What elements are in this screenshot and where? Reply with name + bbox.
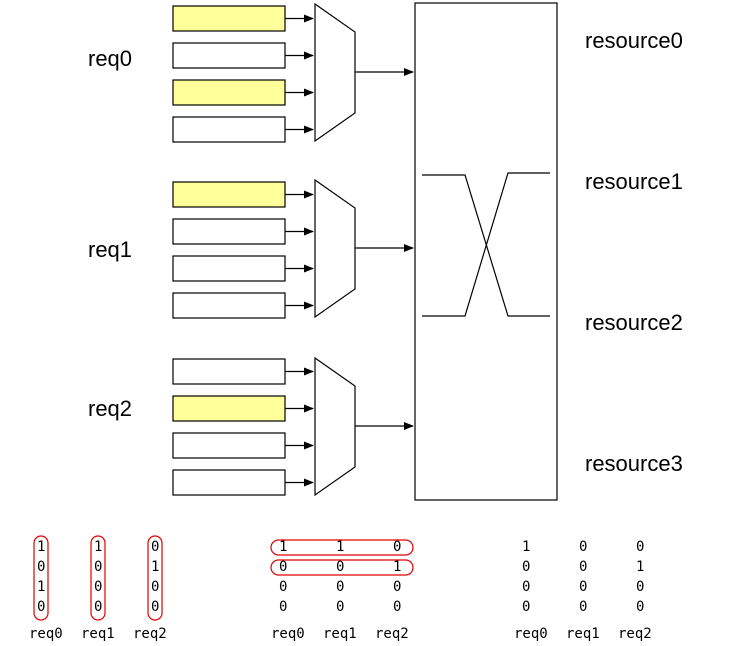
request-group-req0 xyxy=(172,2,414,143)
request-label-req1: req1 xyxy=(88,237,133,262)
matrix-cell: 0 xyxy=(522,579,531,595)
matrix-column-label: req2 xyxy=(375,626,409,642)
matrix-highlight-row xyxy=(270,539,414,556)
mux-req1 xyxy=(314,178,356,319)
resource-label-0: resource0 xyxy=(585,28,683,53)
matrix-cell: 1 xyxy=(522,539,531,555)
matrix-cell: 0 xyxy=(94,579,103,595)
matrix-cell: 0 xyxy=(393,579,402,595)
matrix-column-label: req1 xyxy=(81,626,115,642)
matrix-cell: 0 xyxy=(579,539,588,555)
resource-label-2: resource2 xyxy=(585,310,683,335)
matrix-cell: 0 xyxy=(393,599,402,615)
resource-label-1: resource1 xyxy=(585,169,683,194)
matrix-highlight-row xyxy=(270,559,414,576)
request-slot-req0-1 xyxy=(172,42,286,69)
request-slot-req2-1 xyxy=(172,395,286,422)
crossbar-switch xyxy=(414,2,558,501)
matrix-column-label: req2 xyxy=(618,626,652,642)
request-slot-req1-3 xyxy=(172,292,286,319)
matrix-cell: 0 xyxy=(579,599,588,615)
request-group-req2 xyxy=(172,356,414,497)
matrix-cell: 1 xyxy=(393,559,402,575)
matrix-cell: 0 xyxy=(279,559,288,575)
matrix-cell: 0 xyxy=(336,559,345,575)
matrix-highlight-column xyxy=(90,535,106,621)
matrix-cell: 0 xyxy=(579,579,588,595)
mux-req0 xyxy=(314,2,356,143)
matrix-cell: 0 xyxy=(151,599,160,615)
matrix-cell: 1 xyxy=(94,539,103,555)
matrix-cell: 0 xyxy=(151,539,160,555)
matrix-cell: 0 xyxy=(151,579,160,595)
matrix-cell: 0 xyxy=(94,599,103,615)
request-slot-req0-3 xyxy=(172,116,286,143)
matrix-cell: 0 xyxy=(37,559,46,575)
request-slot-req0-2 xyxy=(172,79,286,106)
matrix-highlight-column xyxy=(33,535,49,621)
matrix-cell: 0 xyxy=(94,559,103,575)
request-slot-req2-0 xyxy=(172,358,286,385)
request-slot-req2-2 xyxy=(172,432,286,459)
matrix-cell: 0 xyxy=(522,599,531,615)
matrix-cell: 0 xyxy=(522,559,531,575)
matrix-cell: 1 xyxy=(636,559,645,575)
matrix-cell: 1 xyxy=(37,539,46,555)
matrix-column-label: req1 xyxy=(566,626,600,642)
crossbar-path-resource2-to-resource1 xyxy=(422,172,550,317)
matrix-cell: 0 xyxy=(336,579,345,595)
matrix-cell: 1 xyxy=(37,579,46,595)
request-label-req2: req2 xyxy=(88,396,133,421)
matrix-cell: 0 xyxy=(279,579,288,595)
matrix-cell: 0 xyxy=(336,599,345,615)
matrix-column-label: req2 xyxy=(133,626,167,642)
matrix-cell: 0 xyxy=(636,599,645,615)
matrix-highlight-column xyxy=(147,535,163,621)
request-slot-req2-3 xyxy=(172,469,286,496)
mux-req2 xyxy=(314,356,356,497)
matrix-cell: 0 xyxy=(393,539,402,555)
matrix-cell: 0 xyxy=(37,599,46,615)
matrix-cell: 0 xyxy=(636,579,645,595)
request-slot-req1-2 xyxy=(172,255,286,282)
matrix-column-label: req1 xyxy=(323,626,357,642)
request-group-req1 xyxy=(172,178,414,319)
matrix-cell: 0 xyxy=(279,599,288,615)
matrix-cell: 1 xyxy=(279,539,288,555)
matrix-cell: 1 xyxy=(336,539,345,555)
matrix-column-label: req0 xyxy=(514,626,548,642)
matrix-column-label: req0 xyxy=(271,626,305,642)
matrix-cell: 0 xyxy=(636,539,645,555)
request-label-req0: req0 xyxy=(88,46,133,71)
matrix-column-label: req0 xyxy=(29,626,63,642)
matrix-cell: 1 xyxy=(151,559,160,575)
request-slot-req1-0 xyxy=(172,181,286,208)
matrix-cell: 0 xyxy=(579,559,588,575)
request-slot-req0-0 xyxy=(172,5,286,32)
resource-label-3: resource3 xyxy=(585,451,683,476)
request-slot-req1-1 xyxy=(172,218,286,245)
